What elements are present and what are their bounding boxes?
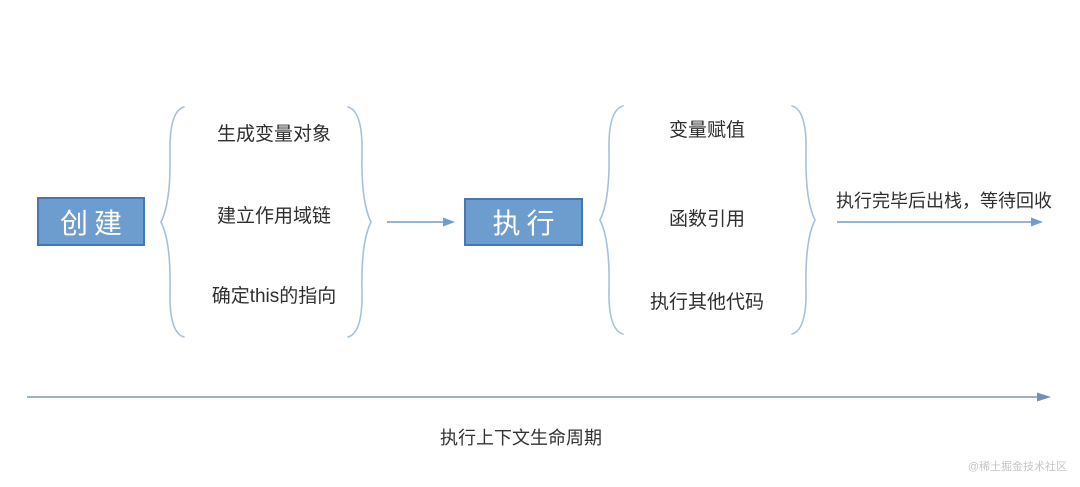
lifecycle-timeline-arrow [27,392,1051,402]
curly-brace-left-create [160,106,185,338]
exit-stack-label: 执行完毕后出栈，等待回收 [836,191,1052,211]
flow-arrow-create-to-execute [387,217,455,227]
create-item-this-binding: 确定this的指向 [211,286,337,307]
stage-box-create: 创建 [37,197,145,246]
stage-box-execute: 执行 [464,198,583,246]
execute-item-run-other-code: 执行其他代码 [649,292,764,313]
create-item-variable-object: 生成变量对象 [216,124,331,145]
flow-arrow-exit-stack [837,217,1043,227]
stage-create-label: 创建 [59,207,128,239]
curly-brace-left-execute [599,105,624,335]
stage-execute-label: 执行 [492,208,561,239]
execute-item-function-reference: 函数引用 [668,209,745,230]
watermark-text: @稀土掘金技术社区 [967,461,1067,473]
diagram-title: 执行上下文生命周期 [440,428,602,448]
create-item-scope-chain: 建立作用域链 [216,206,331,227]
execute-item-variable-assignment: 变量赋值 [668,120,745,141]
curly-brace-right-execute [791,105,816,335]
curly-brace-right-create [347,106,372,338]
